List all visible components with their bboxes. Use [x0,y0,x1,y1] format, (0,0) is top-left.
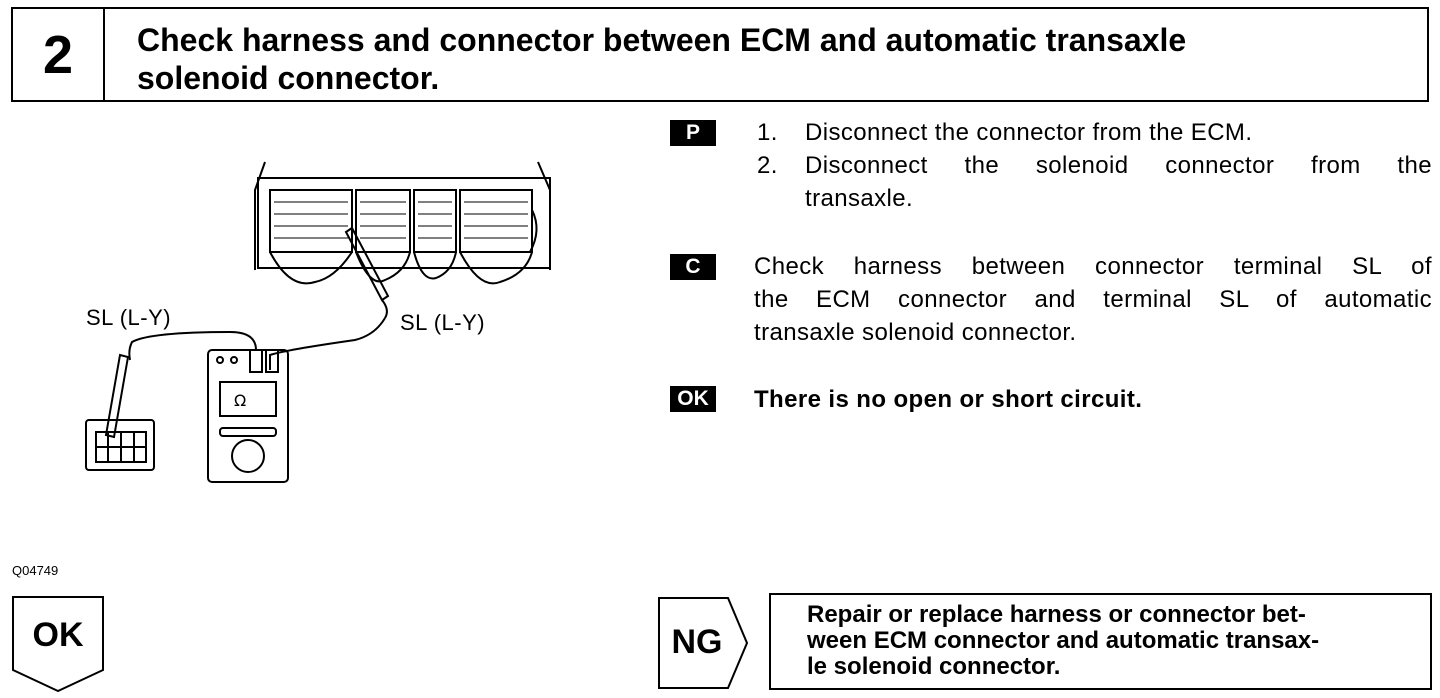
ok-tag: OK [670,386,716,412]
meter-probe-socket-2 [265,349,279,373]
ng-action-box: Repair or replace harness or connector b… [769,593,1432,690]
meter-ohm-symbol: Ω [234,391,246,410]
solenoid-connector [85,419,155,471]
ohmmeter-diagram: Ω SL (L-Y) SL (L-Y) [60,150,580,490]
prepare-item: 2. Disconnect the solenoid connector fro… [757,152,1432,212]
step-title-line-1: Check harness and connector between ECM … [137,22,1187,58]
prepare-list: 1.Disconnect the connector from the ECM.… [757,116,1432,215]
meter-probe-socket-1 [249,349,263,373]
figure-id: Q04749 [12,563,59,578]
ng-label: NG [671,623,723,661]
label-sl-right: SL (L-Y) [400,310,486,335]
step-title: Check harness and connector between ECM … [137,21,1407,97]
ng-result-arrow: NG [658,597,748,689]
ok-condition: There is no open or short circuit. [754,386,1143,413]
prepare-tag: P [670,120,716,146]
ohmmeter-dial [231,439,265,473]
step-number: 2 [13,9,105,100]
ok-label: OK [32,616,84,654]
ohmmeter-body [207,349,289,483]
ng-action-text: Repair or replace harness or connector b… [807,601,1320,680]
ohmmeter-display [219,381,277,417]
ecm-housing-left-edge [254,161,266,270]
ecm-housing [257,177,551,269]
harness-check-illustration: Ω [85,161,551,483]
ecm-connector-block-2 [355,189,411,253]
ecm-connector-block-4 [459,189,533,253]
ecm-connector-block-3 [413,189,457,253]
step-header: 2 Check harness and connector between EC… [11,7,1429,102]
check-tag: C [670,254,716,280]
ecm-connector-block-1 [269,189,353,253]
check-instruction: Check harness between connector terminal… [754,253,1432,346]
prepare-item: 1.Disconnect the connector from the ECM. [757,119,1253,146]
step-title-line-2: solenoid connector. [137,60,440,96]
ok-result-arrow: OK [12,596,104,692]
label-sl-left: SL (L-Y) [86,305,172,330]
